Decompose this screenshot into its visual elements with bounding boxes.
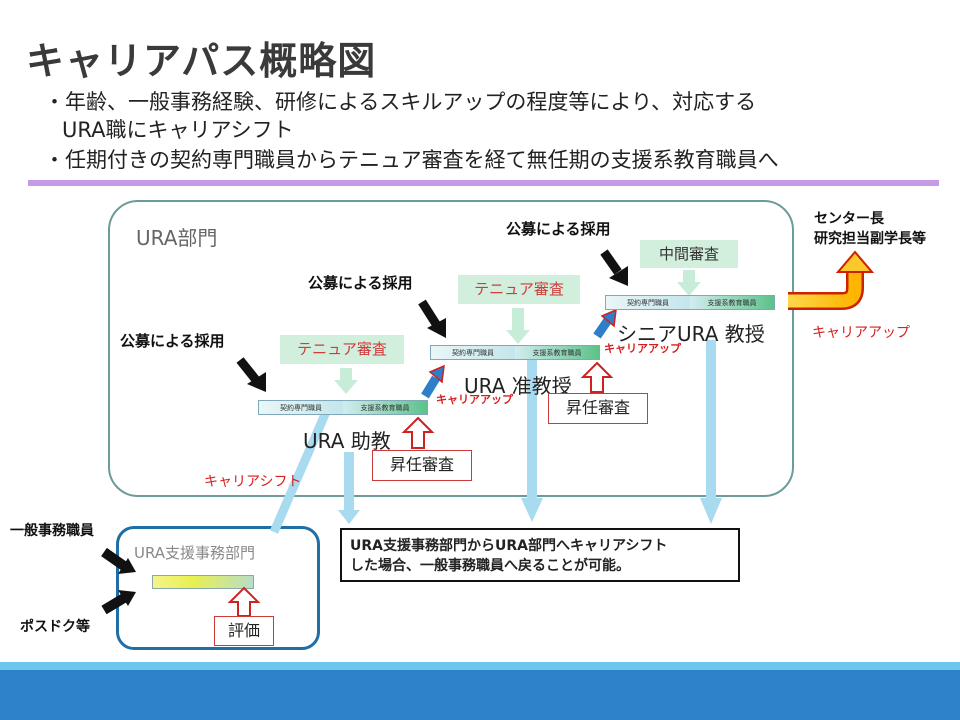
bullet-1-cont: URA職にキャリアシフト [62, 118, 294, 142]
interim-review-box: 中間審査 [640, 240, 738, 268]
career-shift-label: キャリアシフト [204, 474, 302, 490]
recruit-arrow-1 [236, 357, 266, 392]
interim-arrow [677, 270, 701, 296]
career-bar-associate: 契約専門職員 支援系教育職員 [430, 345, 600, 360]
top-right-line1: センター長 [814, 211, 884, 227]
promotion-hollow-arrow-2 [580, 361, 614, 393]
tenure-arrow-2 [506, 308, 530, 344]
support-gradient-bar [152, 575, 254, 589]
down-arrow-associate [521, 360, 543, 522]
position-assistant: URA 助教 [303, 429, 391, 453]
tenure-review-box-2: テニュア審査 [458, 275, 580, 304]
note-line1: URA支援事務部門からURA部門へキャリアシフト [350, 538, 668, 554]
source-clerical-label: 一般事務職員 [10, 523, 94, 539]
recruit-arrow-3 [600, 249, 628, 286]
note-box: URA支援事務部門からURA部門へキャリアシフト した場合、一般事務職員へ戻るこ… [340, 528, 740, 582]
bar-support-label: 支援系教育職員 [343, 401, 427, 414]
footer-accent [0, 662, 960, 670]
promotion-hollow-arrow-1 [401, 416, 435, 449]
evaluation-box: 評価 [214, 616, 274, 646]
source-postdoc-label: ポスドク等 [20, 619, 90, 635]
bar-support-label: 支援系教育職員 [515, 346, 599, 359]
bullet-2: ・任期付きの契約専門職員からテニュア審査を経て無任期の支援系教育職員へ [44, 148, 779, 172]
career-bar-professor: 契約専門職員 支援系教育職員 [605, 295, 775, 310]
down-arrow-professor [700, 340, 722, 524]
career-bar-assistant: 契約専門職員 支援系教育職員 [258, 400, 428, 415]
bar-contract-label: 契約専門職員 [606, 296, 690, 309]
divider [28, 180, 939, 186]
career-up-arrow-1 [421, 364, 445, 399]
shift-diagonal-arrow [269, 410, 331, 534]
support-department-label: URA支援事務部門 [134, 544, 256, 562]
recruit-label-2: 公募による採用 [308, 274, 413, 292]
career-up-arrow-2 [593, 308, 617, 339]
recruit-label-1: 公募による採用 [120, 332, 225, 350]
top-right-line2: 研究担当副学長等 [814, 231, 926, 247]
tenure-review-box-1: テニュア審査 [280, 335, 404, 364]
career-up-small-2: キャリアアップ [604, 342, 681, 355]
down-arrow-assistant [338, 452, 360, 524]
recruit-label-3: 公募による採用 [506, 220, 611, 238]
promotion-review-box-2: 昇任審査 [548, 393, 648, 424]
support-department-box [116, 526, 320, 650]
tenure-arrow-1 [334, 368, 358, 394]
career-up-small-1: キャリアアップ [436, 393, 513, 406]
ura-department-label: URA部門 [136, 226, 218, 250]
source-arrow-postdoc [101, 590, 136, 615]
source-arrow-clerical [101, 547, 136, 574]
ura-department-box [108, 200, 794, 497]
promotion-review-box-1: 昇任審査 [372, 450, 472, 481]
bar-contract-label: 契約専門職員 [259, 401, 343, 414]
bar-support-label: 支援系教育職員 [690, 296, 774, 309]
evaluation-hollow-arrow [227, 586, 261, 617]
footer-band [0, 670, 960, 720]
career-up-curved-arrow [788, 250, 875, 310]
position-professor: シニアURA 教授 [617, 322, 765, 346]
bar-contract-label: 契約専門職員 [431, 346, 515, 359]
recruit-arrow-2 [418, 299, 446, 338]
career-up-label: キャリアアップ [812, 325, 910, 341]
bullet-1: ・年齢、一般事務経験、研修によるスキルアップの程度等により、対応する [44, 90, 757, 114]
note-line2: した場合、一般事務職員へ戻ることが可能。 [350, 558, 630, 574]
page-title: キャリアパス概略図 [26, 39, 377, 83]
